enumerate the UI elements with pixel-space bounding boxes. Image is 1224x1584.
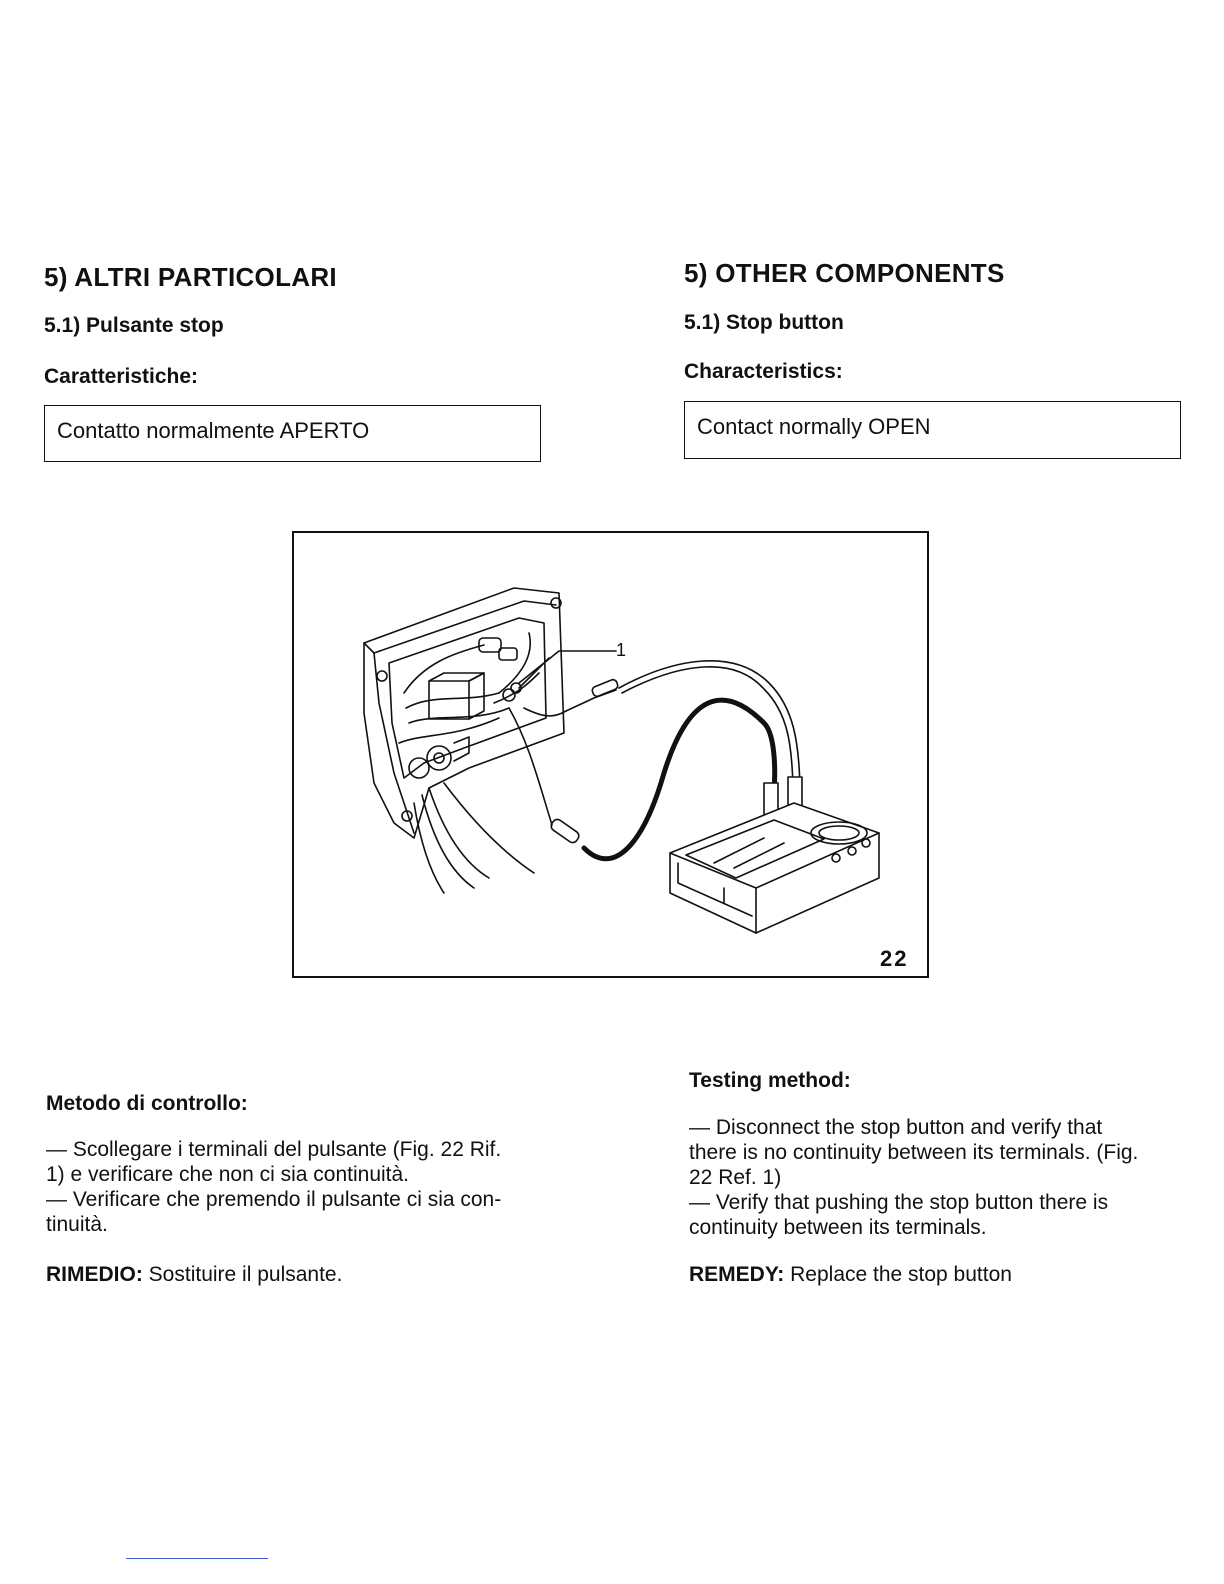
right-subsection-title: 5.1) Stop button	[684, 311, 844, 334]
left-method-line: — Verificare che premendo il pulsante ci…	[46, 1188, 502, 1211]
multimeter-test-illustration	[363, 587, 880, 934]
left-method-line: 1) e verificare che non ci sia continuit…	[46, 1163, 410, 1186]
right-method-line: 22 Ref. 1)	[689, 1166, 782, 1189]
right-characteristics-label: Characteristics:	[684, 360, 843, 383]
right-characteristics-box: Contact normally OPEN	[684, 401, 1181, 459]
right-method-label: Testing method:	[689, 1069, 851, 1092]
figure-callout-1: 1	[616, 640, 627, 660]
right-remedy-text: Replace the stop button	[790, 1263, 1012, 1286]
left-characteristics-label: Caratteristiche:	[44, 365, 199, 388]
right-characteristics-text: Contact normally OPEN	[697, 414, 931, 439]
right-remedy-label: REMEDY:	[689, 1263, 785, 1286]
right-method-line: there is no continuity between its termi…	[689, 1141, 1139, 1164]
left-subsection-title: 5.1) Pulsante stop	[44, 314, 224, 337]
right-method-line: — Disconnect the stop button and verify …	[689, 1116, 1103, 1139]
left-method-line: — Scollegare i terminali del pulsante (F…	[46, 1138, 502, 1161]
right-method-line: — Verify that pushing the stop button th…	[689, 1191, 1109, 1214]
left-remedy-label: RIMEDIO:	[46, 1263, 143, 1286]
left-section-title: 5) ALTRI PARTICOLARI	[44, 262, 337, 292]
left-remedy-text: Sostituire il pulsante.	[148, 1263, 343, 1286]
figure-number: 22	[880, 946, 909, 971]
right-section-title: 5) OTHER COMPONENTS	[684, 258, 1005, 288]
left-remedy: RIMEDIO: Sostituire il pulsante.	[46, 1263, 342, 1287]
right-method-line: continuity between its terminals.	[689, 1216, 987, 1239]
left-method-text: — Scollegare i terminali del pulsante (F…	[46, 1137, 556, 1237]
right-remedy: REMEDY: Replace the stop button	[689, 1263, 1012, 1287]
left-characteristics-text: Contatto normalmente APERTO	[57, 418, 370, 443]
figure-22: 1 22	[292, 531, 929, 978]
footer-rule	[126, 1558, 268, 1559]
right-method-text: — Disconnect the stop button and verify …	[689, 1115, 1189, 1240]
left-method-label: Metodo di controllo:	[46, 1092, 248, 1115]
left-method-line: tinuità.	[46, 1213, 108, 1236]
left-characteristics-box: Contatto normalmente APERTO	[44, 405, 541, 462]
